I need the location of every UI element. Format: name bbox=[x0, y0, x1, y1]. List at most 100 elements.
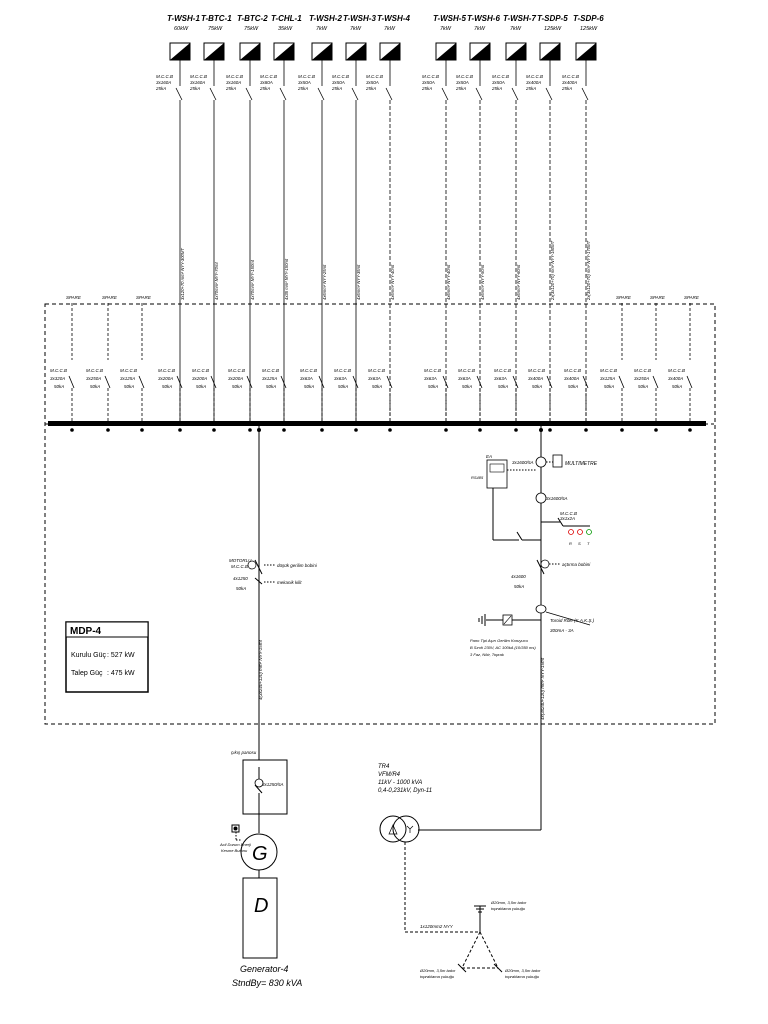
incomer-section: 3x1600/5A 3x1600/5A MULTIMETRE EA RS485 … bbox=[418, 426, 598, 831]
feeder-power: 7kW bbox=[474, 26, 486, 32]
spd-line1: Pano Tipi Aşırı Gerilim Koruyucu bbox=[470, 638, 529, 643]
breaker-contact bbox=[476, 375, 483, 389]
subpanel-fill bbox=[470, 43, 490, 60]
feeder-power: 7kW bbox=[316, 26, 328, 32]
breaker-rating: 3x63A bbox=[334, 376, 347, 381]
busbar-tap bbox=[282, 428, 286, 432]
busbar-tap bbox=[548, 428, 552, 432]
spare-label: SPARE bbox=[102, 295, 118, 300]
breaker-title: M.C.C.B bbox=[192, 368, 209, 373]
feeder-breaker-text: M.C.C.B bbox=[492, 74, 509, 79]
feeder-t-sdp-6: T-SDP-6125kWM.C.C.B3x400A25kA2x(3x120+70… bbox=[561, 14, 604, 421]
feeder-name: T-BTC-2 bbox=[237, 14, 268, 23]
feeder-breaker-text: 3x400A bbox=[562, 80, 577, 85]
feeder-power: 7kW bbox=[440, 26, 452, 32]
gen-breaker-line3: 4x1250 bbox=[233, 576, 248, 581]
feeder-name: T-WSH-1 bbox=[167, 14, 200, 23]
transformer-group: TR4 VFM/R4 11kV - 1000 kVA 0,4-0,231kV, … bbox=[378, 764, 541, 979]
breaker-contact bbox=[385, 87, 393, 101]
mdp-installed-value: : 527 kW bbox=[107, 652, 135, 659]
rod1-line1: Ø20mm, 3,5m bakır bbox=[490, 900, 527, 905]
feeder-cable-label: 3x120+70 mm² NYY-300MT bbox=[180, 248, 185, 300]
gen-note-1: düşük gerilim bobini bbox=[277, 563, 318, 568]
spare-label: SPARE bbox=[66, 295, 82, 300]
subpanel-fill bbox=[312, 43, 332, 60]
feeder-cable-label: 2x(3x120+70) mm² NYY-180MT bbox=[550, 240, 555, 301]
breaker-contact bbox=[210, 375, 217, 389]
breaker-rating: 3x400A bbox=[564, 376, 579, 381]
panel-outline bbox=[44, 303, 716, 725]
breaker-rating: 3x400A bbox=[668, 376, 683, 381]
breaker-title: M.C.C.B bbox=[528, 368, 545, 373]
feeder-power: 125kW bbox=[580, 26, 598, 32]
feeder-breaker-text: 3x400A bbox=[526, 80, 541, 85]
subpanel-fill bbox=[346, 43, 366, 60]
breaker-rating: 3x63A bbox=[368, 376, 381, 381]
breaker-icu: 50kA bbox=[568, 384, 578, 389]
estop-line2: Kesme Butonu bbox=[221, 848, 248, 853]
breaker-rating: 3x125A bbox=[600, 376, 615, 381]
meter-ct-label: 3x1600/5A bbox=[512, 460, 534, 465]
breaker-contact bbox=[441, 87, 449, 101]
generator-letter: G bbox=[252, 843, 268, 865]
spd-line2: B Sınıfı 230V, AC 100kA (10/350 ms) bbox=[470, 645, 536, 650]
breaker-contact bbox=[209, 87, 217, 101]
mdp-demand-value: : 475 kW bbox=[107, 670, 135, 677]
feeder-power: 60kW bbox=[174, 26, 189, 32]
relay-label: Toroid Röle (K.A.K.Ş.) bbox=[550, 618, 595, 623]
breaker-contact bbox=[386, 375, 393, 389]
breaker-contact bbox=[442, 375, 449, 389]
breaker-rating: 3x63A bbox=[458, 376, 471, 381]
feeder-breaker-text: M.C.C.B bbox=[156, 74, 173, 79]
feeder-cable-label: 4x6mm² NYY-60mt bbox=[516, 264, 521, 300]
feeder-breaker-text: 25kA bbox=[225, 86, 236, 91]
tr-model: VFM/R4 bbox=[378, 772, 401, 778]
breaker-icu: 50kA bbox=[232, 384, 242, 389]
feeder-name: T-SDP-5 bbox=[537, 14, 568, 23]
feeder-breaker-text: 3x160A bbox=[190, 80, 205, 85]
busbar-tap bbox=[106, 428, 110, 432]
feeder-name: T-WSH-2 bbox=[309, 14, 342, 23]
subpanel-fill bbox=[436, 43, 456, 60]
busbar-tap bbox=[688, 428, 692, 432]
main-busbar bbox=[48, 421, 706, 426]
gen-panel-breaker: 3x1250/5A bbox=[262, 782, 284, 787]
rod2-line1: Ø20mm, 3,5m bakır bbox=[419, 968, 456, 973]
breaker-contact bbox=[581, 87, 589, 101]
feeder-breaker-text: 25kA bbox=[561, 86, 572, 91]
breaker-contact bbox=[176, 375, 183, 389]
breaker-title: M.C.C.B bbox=[120, 368, 137, 373]
breaker-contact bbox=[618, 375, 625, 389]
small-breaker-line1: M.C.C.B bbox=[560, 511, 577, 516]
gen-breaker-line1: MOTORLU bbox=[229, 558, 252, 563]
breaker-rating: 3x250A bbox=[634, 376, 649, 381]
feeder-breaker-text: M.C.C.B bbox=[190, 74, 207, 79]
breaker-contact bbox=[511, 87, 519, 101]
breaker-contact bbox=[175, 87, 183, 101]
multimeter-icon bbox=[552, 454, 563, 468]
breaker-rating: 3x250A bbox=[86, 376, 101, 381]
feeder-cable-label: 4x70mm² NYY-70mt bbox=[214, 262, 219, 300]
feeder-cable-label: 4x6mm² NYY-40mt bbox=[446, 264, 451, 300]
breaker-icu: 50kA bbox=[638, 384, 648, 389]
mdp-demand-label: Talep Güç bbox=[71, 670, 103, 677]
breaker-title: M.C.C.B bbox=[262, 368, 279, 373]
ct2-label: 3x1600/5A bbox=[546, 496, 568, 501]
feeder-cable-label: 2x(3x120+70) mm² NYY-170MT bbox=[586, 240, 591, 301]
feeder-breaker-text: 25kA bbox=[259, 86, 270, 91]
feeder-power: 75kW bbox=[244, 26, 259, 32]
rod3-line1: Ø20mm, 3,5m bakır bbox=[504, 968, 541, 973]
feeder-breaker-text: 25kA bbox=[421, 86, 432, 91]
spare-label: SPARE bbox=[136, 295, 152, 300]
feeder-breaker-text: 3x50A bbox=[298, 80, 311, 85]
rod3-line2: topraklama çubuğu bbox=[505, 974, 540, 979]
breaker-title: M.C.C.B bbox=[368, 368, 385, 373]
